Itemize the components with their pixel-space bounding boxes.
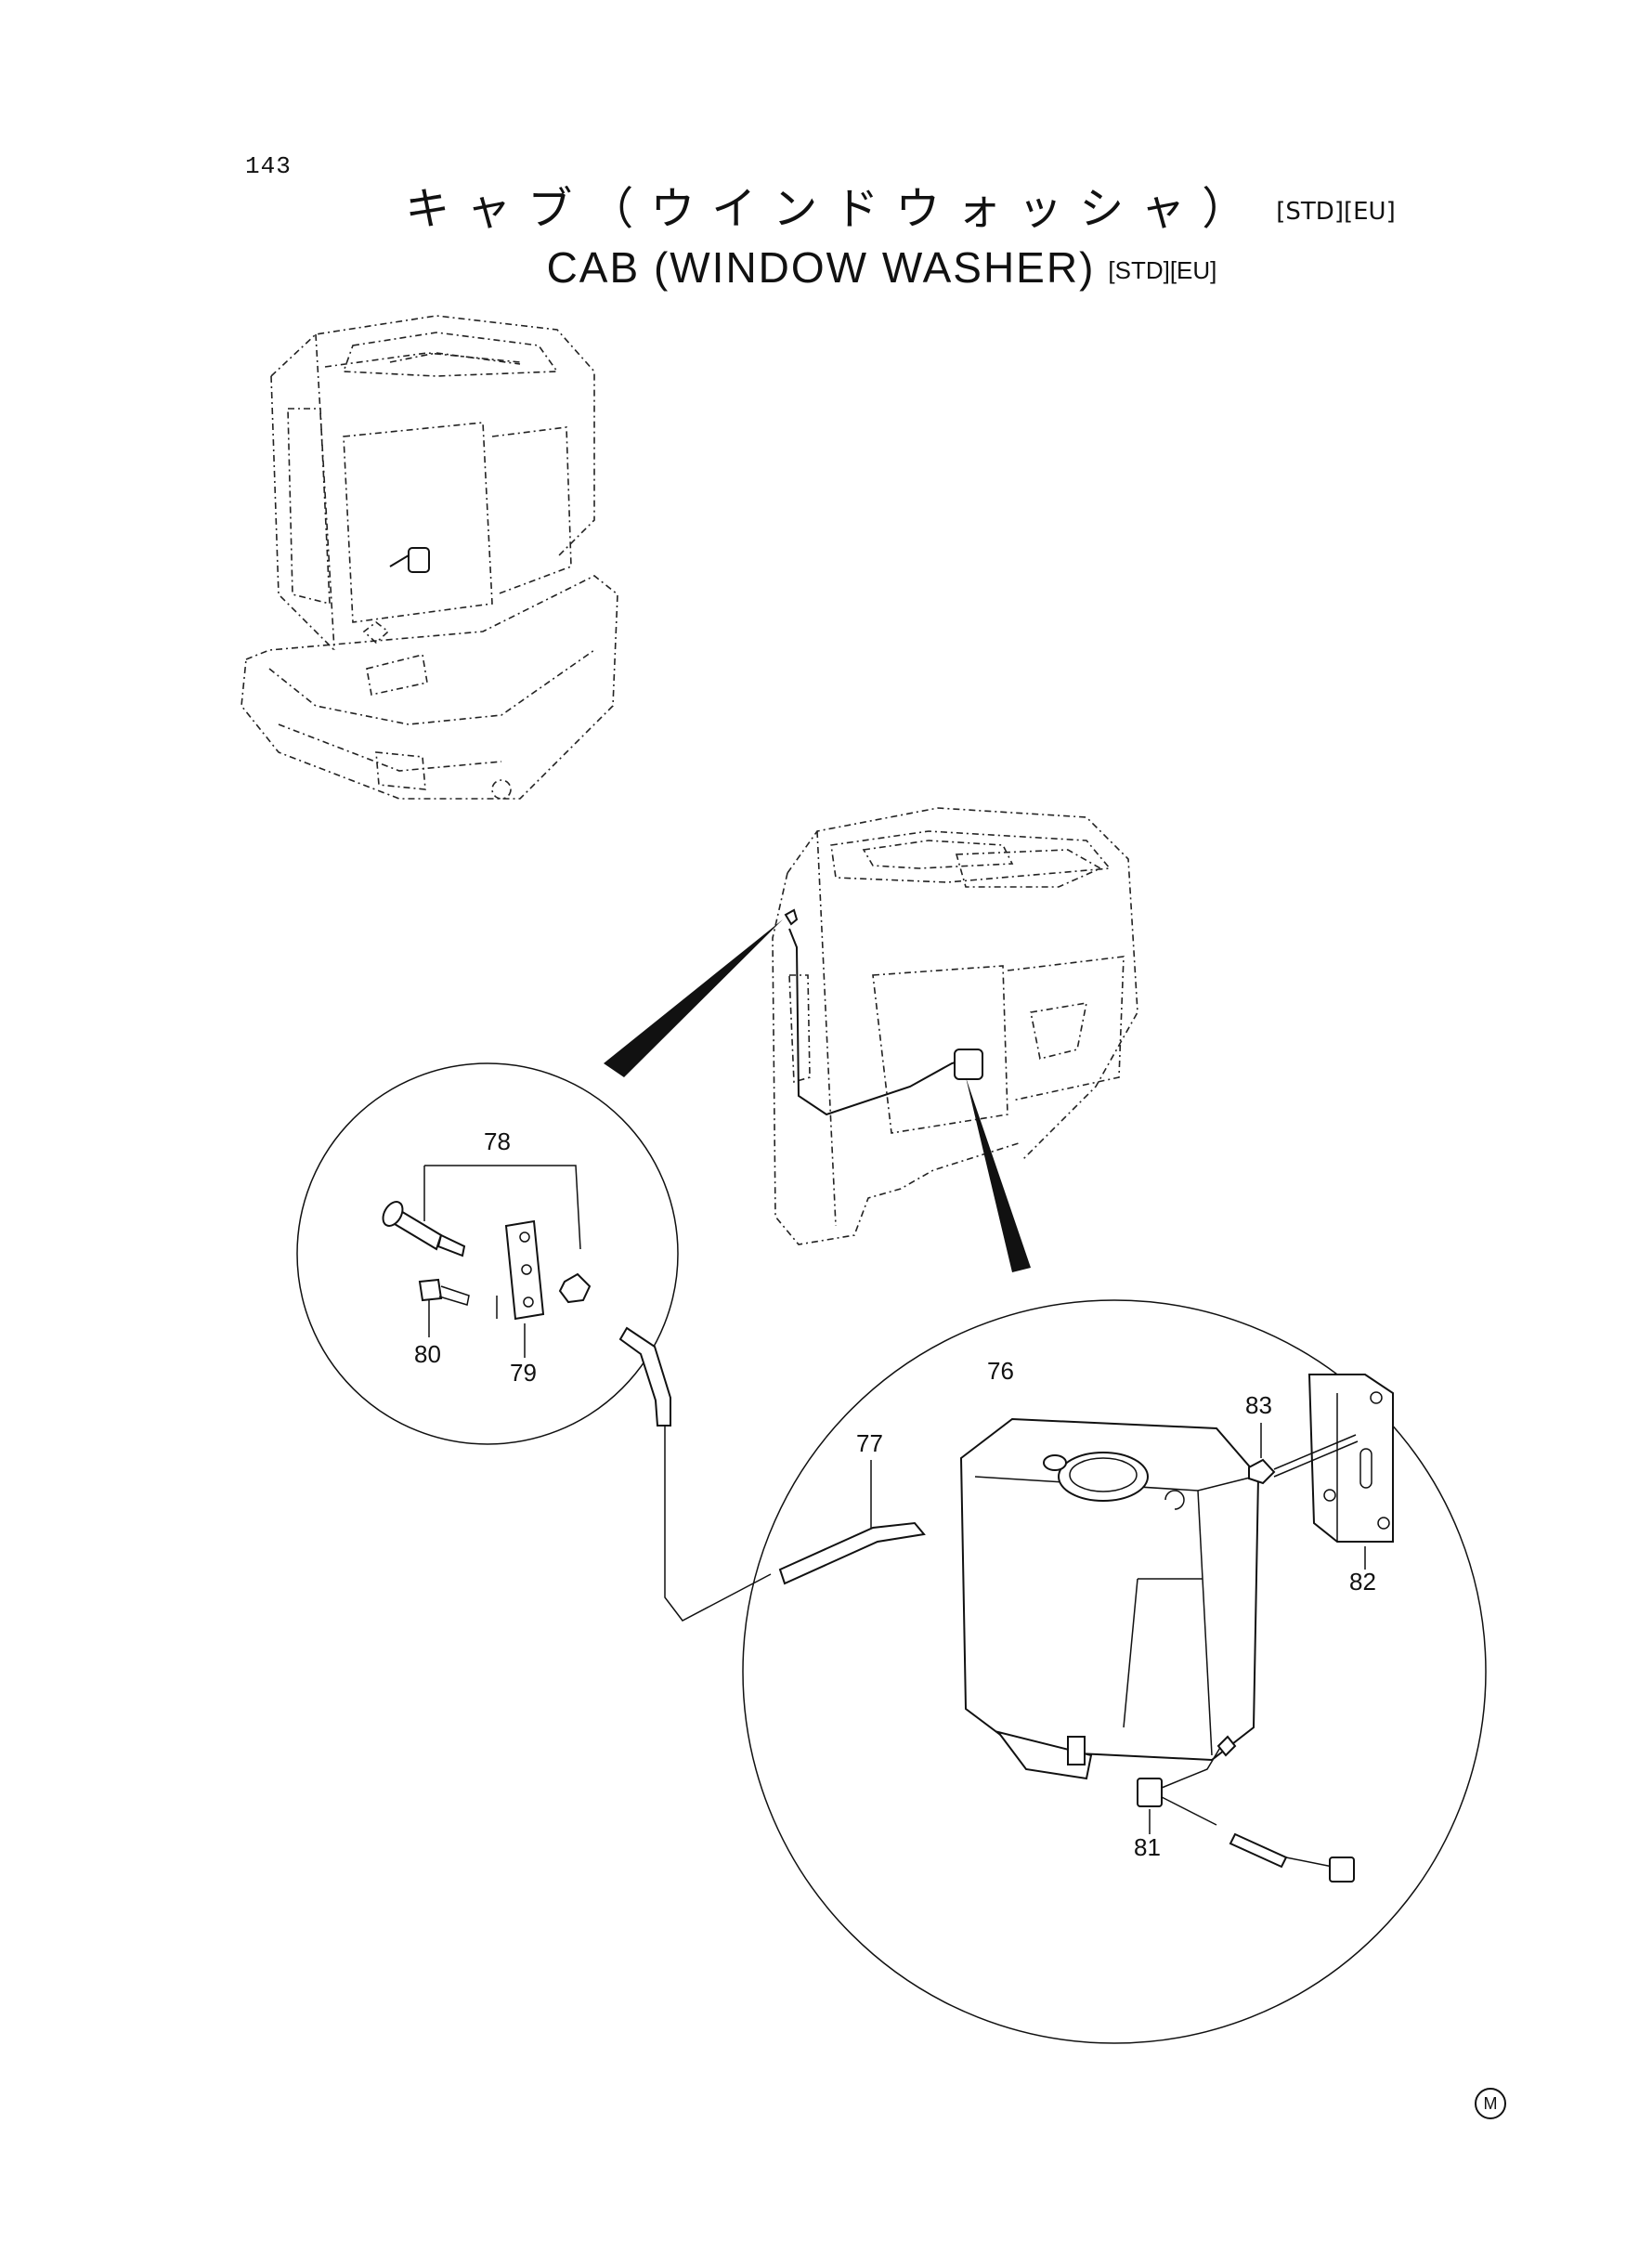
title-english: CAB (WINDOW WASHER) [STD][EU] [111, 242, 1652, 293]
page-number: 143 [245, 152, 292, 180]
nozzle-detail-circle [296, 1062, 679, 1445]
tank-bracket [1307, 1374, 1394, 1570]
callout-77: 77 [856, 1429, 883, 1457]
title-japanese: キャブ（ウインドウォッシャ） [STD][EU] [149, 172, 1652, 237]
callout-78: 78 [484, 1127, 511, 1155]
title-japanese-tag: [STD][EU] [1276, 198, 1396, 226]
callout-80: 80 [414, 1340, 441, 1368]
washer-tank [959, 1417, 1260, 1780]
callout-79: 79 [510, 1359, 537, 1387]
page-marker-m: M [1475, 2088, 1506, 2119]
title-japanese-text: キャブ（ウインドウォッシャ） [405, 183, 1264, 235]
callout-76: 76 [987, 1357, 1014, 1385]
washer-hose [618, 1326, 772, 1622]
title-english-tag: [STD][EU] [1108, 256, 1217, 285]
cab-overview-drawing [241, 315, 618, 800]
callout-82: 82 [1349, 1568, 1376, 1596]
callout-83: 83 [1245, 1391, 1272, 1419]
nozzle-assembly [382, 1165, 592, 1358]
leader-wedge-right [966, 1077, 1031, 1272]
tank-hose [778, 1460, 926, 1585]
harness-connector [1137, 1735, 1355, 1883]
callout-81: 81 [1134, 1833, 1161, 1861]
tank-detail-circle [742, 1299, 1487, 2044]
title-block: キャブ（ウインドウォッシャ） [STD][EU] CAB (WINDOW WASH… [0, 172, 1652, 293]
leader-wedge-left [604, 919, 783, 1077]
cab-shell-drawing [772, 807, 1138, 1245]
tank-bolt [1248, 1423, 1359, 1485]
title-english-text: CAB (WINDOW WASHER) [546, 243, 1096, 292]
